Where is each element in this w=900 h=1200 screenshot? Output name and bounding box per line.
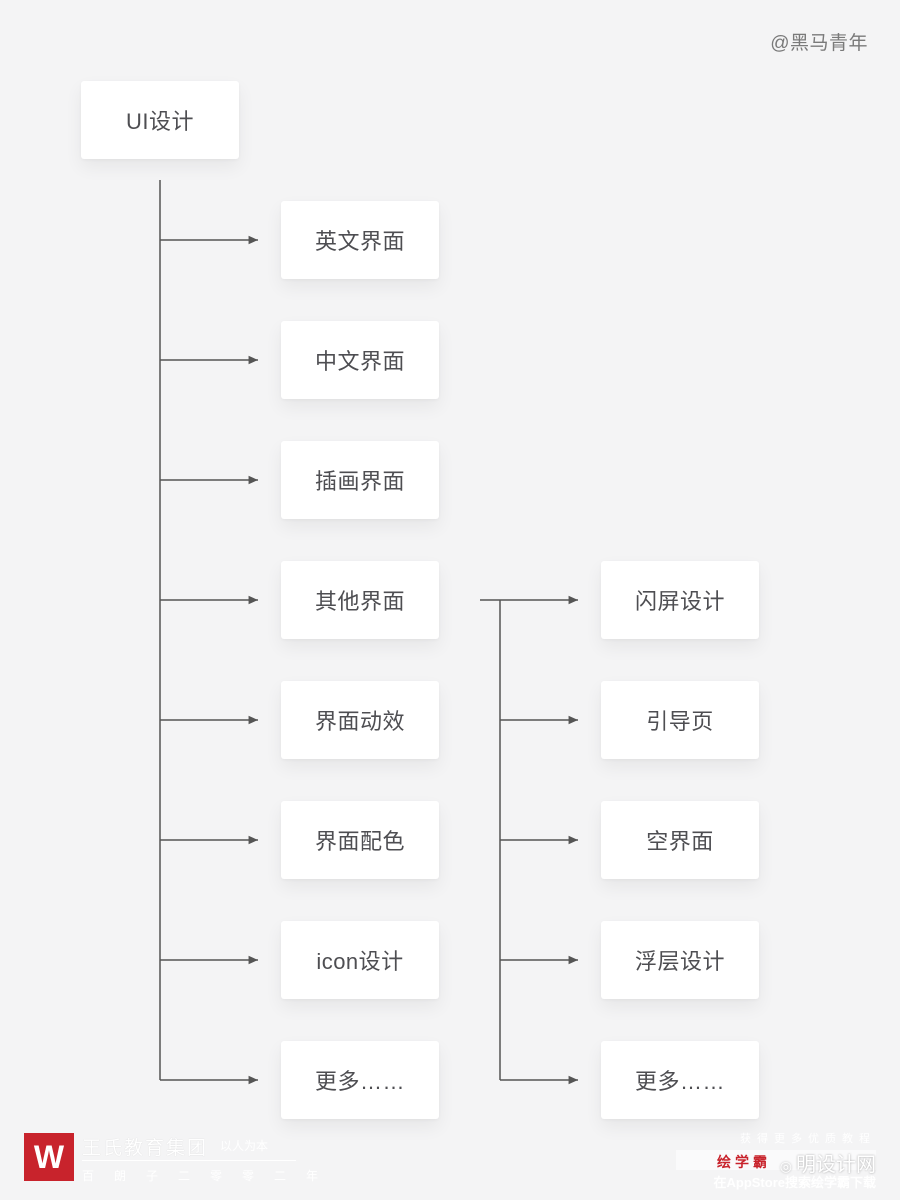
branch-node-illustration-ui: 插画界面	[281, 441, 439, 519]
branch-node-ui-color: 界面配色	[281, 801, 439, 879]
watermark-site-name: 明设计网	[796, 1154, 876, 1176]
branch-node-english-ui: 英文界面	[281, 201, 439, 279]
sub-node-more: 更多……	[601, 1041, 759, 1119]
watermark-divider	[82, 1160, 296, 1161]
watermark-download: 在AppStore搜索绘学霸下载	[713, 1175, 876, 1190]
brand-logo-icon: W	[24, 1133, 74, 1181]
root-node: UI设计	[81, 81, 239, 159]
author-credit: @黑马青年	[770, 33, 868, 54]
watermark-tagline: 获得更多优质教程	[740, 1133, 876, 1145]
watermark-site: ◎明设计网	[780, 1148, 876, 1177]
watermark-slogan: 以人为本	[220, 1139, 269, 1153]
wechat-icon: ◎	[779, 1158, 792, 1174]
branch-node-ui-motion: 界面动效	[281, 681, 439, 759]
watermark-name: 王氏教育集团	[82, 1138, 209, 1159]
branch-node-other-ui: 其他界面	[281, 561, 439, 639]
branch-node-more: 更多……	[281, 1041, 439, 1119]
watermark-bar	[676, 1150, 876, 1170]
branch-node-chinese-ui: 中文界面	[281, 321, 439, 399]
watermark-subline: 百朗子二零零二年	[82, 1169, 339, 1183]
sub-node-overlay-design: 浮层设计	[601, 921, 759, 999]
sub-node-empty-state: 空界面	[601, 801, 759, 879]
sub-node-splash-design: 闪屏设计	[601, 561, 759, 639]
branch-node-icon-design: icon设计	[281, 921, 439, 999]
sub-node-onboarding: 引导页	[601, 681, 759, 759]
watermark-right: 获得更多优质教程 绘学霸 ◎明设计网 在AppStore搜索绘学霸下载	[671, 1130, 876, 1190]
watermark-brand: 绘学霸	[717, 1154, 771, 1170]
